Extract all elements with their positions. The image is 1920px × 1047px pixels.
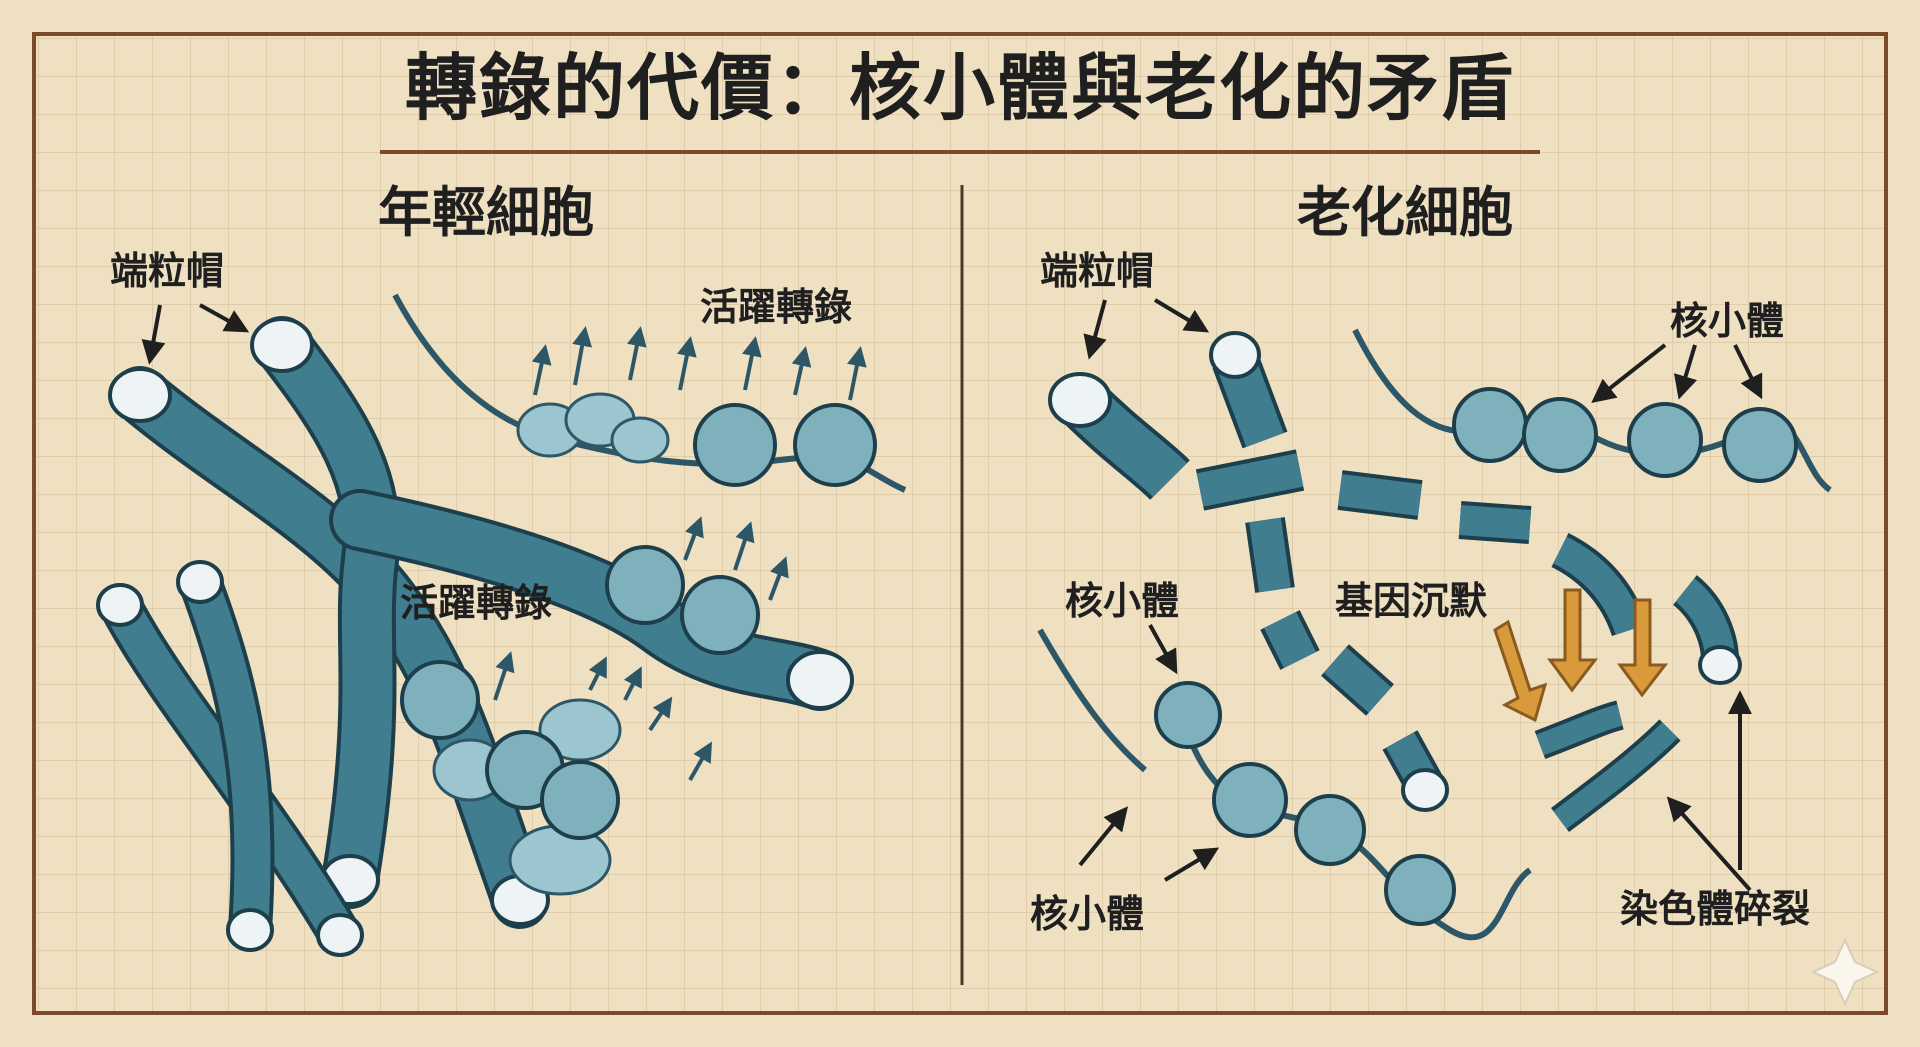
page-title: 轉錄的代價：核小體與老化的矛盾 — [404, 46, 1515, 130]
telomere-cap — [1209, 331, 1261, 379]
aged-nucleosome-label-bottom: 核小體 — [1030, 892, 1145, 936]
young-panel-heading: 年輕細胞 — [378, 181, 594, 244]
aged-nucleosome-label-mid: 核小體 — [1065, 579, 1180, 623]
silencing-arrow — [1547, 588, 1599, 693]
telomere-cap — [226, 908, 274, 952]
telomere-cap — [176, 560, 224, 604]
young-transcription-blobs — [432, 392, 670, 896]
gene-silencing-label: 基因沉默 — [1335, 579, 1488, 623]
aged-panel-heading: 老化細胞 — [1297, 181, 1513, 244]
telomere-cap — [96, 583, 144, 627]
aged-telomere-label: 端粒帽 — [1040, 249, 1155, 293]
young-transcription-arrows — [493, 326, 867, 781]
nucleosome — [1212, 762, 1288, 838]
nucleosome — [400, 660, 480, 740]
aged-pointer-arrows — [1078, 298, 1763, 892]
nucleosome — [1522, 397, 1598, 473]
young-active-transcription-label-mid: 活躍轉錄 — [400, 581, 553, 625]
nucleosome — [793, 403, 877, 487]
nucleosome — [1627, 402, 1703, 478]
nucleosome — [605, 545, 685, 625]
silencing-arrow — [1493, 619, 1548, 723]
chromosome-fragmentation-label: 染色體碎裂 — [1620, 887, 1811, 931]
nucleosome — [540, 760, 620, 840]
young-chromosome-small — [96, 560, 364, 957]
gene-silencing-arrows — [1493, 588, 1669, 723]
nucleosome — [693, 403, 777, 487]
aged-nucleosome-label-top: 核小體 — [1670, 299, 1785, 343]
telomere-cap — [1048, 372, 1112, 428]
young-pointer-arrows — [141, 303, 250, 365]
aged-nucleosomes-top — [1452, 387, 1798, 483]
telomere-cap — [108, 367, 172, 423]
telomere-cap — [316, 913, 364, 957]
nucleosome — [1154, 681, 1222, 749]
nucleosome — [1722, 407, 1798, 483]
telomere-cap — [1698, 645, 1742, 685]
nucleosome — [1384, 854, 1456, 926]
nucleosome — [680, 575, 760, 655]
aged-telomere-caps — [1048, 331, 1742, 812]
young-active-transcription-label-top: 活躍轉錄 — [700, 285, 853, 329]
young-nucleosomes — [400, 403, 877, 840]
outer-frame — [32, 32, 1888, 1015]
sparkle-icon — [1810, 937, 1880, 1007]
young-telomere-label: 端粒帽 — [110, 249, 225, 293]
nucleosome — [1294, 794, 1366, 866]
young-telomere-caps — [108, 317, 854, 926]
silencing-arrow — [1617, 598, 1669, 698]
telomere-cap — [250, 317, 314, 373]
telomere-cap — [1401, 768, 1449, 812]
aged-nucleosomes-bottom — [1154, 681, 1456, 926]
nucleosome — [1452, 387, 1528, 463]
telomere-cap — [786, 650, 854, 710]
